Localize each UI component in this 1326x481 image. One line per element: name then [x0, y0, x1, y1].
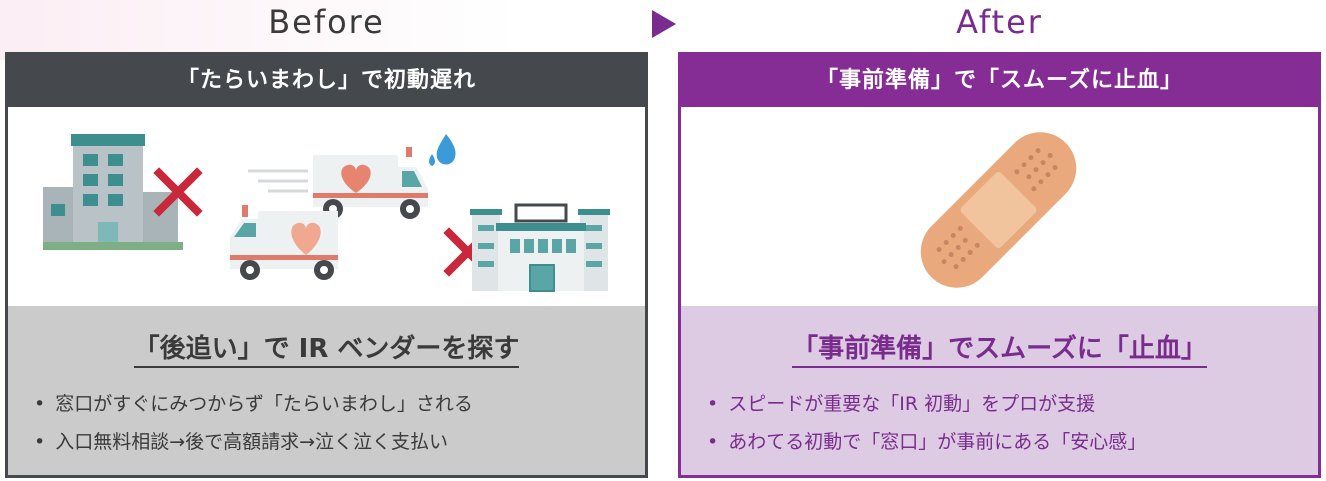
after-illustration: [681, 107, 1318, 306]
after-panel: 「事前準備」で「スムーズに止血」 「事前準備」でスムーズに「止血」 •スピードが…: [678, 52, 1321, 478]
bullet-marker: •: [34, 393, 46, 415]
ambulance-icon: [248, 147, 428, 219]
before-panel: 「たらいまわし」で初動遅れ: [5, 52, 648, 478]
after-header: After: [956, 3, 1043, 41]
list-item: •窓口がすぐにみつからず「たらいまわし」される: [34, 393, 473, 415]
header-background: [0, 0, 520, 60]
before-bullet-list: •窓口がすぐにみつからず「たらいまわし」される •入口無料相談→後で高額請求→泣…: [8, 385, 645, 461]
after-description: 「事前準備」でスムーズに「止血」 •スピードが重要な「IR 初動」をプロが支援 …: [681, 306, 1318, 475]
before-illustration: [8, 107, 645, 306]
before-subtitle: 「後追い」で IR ベンダーを探す: [8, 328, 645, 368]
ambulance-icon: [230, 205, 338, 280]
bullet-marker: •: [34, 431, 46, 453]
after-bullet-list: •スピードが重要な「IR 初動」をプロが支援 •あわてる初動で「窓口」が事前にあ…: [681, 385, 1318, 461]
cross-mark-icon: [153, 167, 203, 217]
after-subtitle: 「事前準備」でスムーズに「止血」: [681, 328, 1318, 368]
before-header: Before: [268, 3, 385, 41]
list-item: •あわてる初動で「窓口」が事前にある「安心感」: [707, 431, 1147, 453]
bandage-icon: [920, 132, 1077, 288]
before-title: 「たらいまわし」で初動遅れ: [8, 55, 645, 107]
sweat-drop-icon: [429, 134, 456, 166]
before-description: 「後追い」で IR ベンダーを探す •窓口がすぐにみつからず「たらいまわし」され…: [8, 306, 645, 475]
bullet-marker: •: [707, 393, 719, 415]
list-item: •スピードが重要な「IR 初動」をプロが支援: [707, 393, 1096, 415]
hospital-icon: [470, 203, 610, 292]
bullet-marker: •: [707, 431, 719, 453]
arrow-right-icon: [652, 10, 676, 38]
list-item: •入口無料相談→後で高額請求→泣く泣く支払い: [34, 431, 449, 453]
after-title: 「事前準備」で「スムーズに止血」: [681, 55, 1318, 107]
building-icon: [43, 134, 183, 250]
